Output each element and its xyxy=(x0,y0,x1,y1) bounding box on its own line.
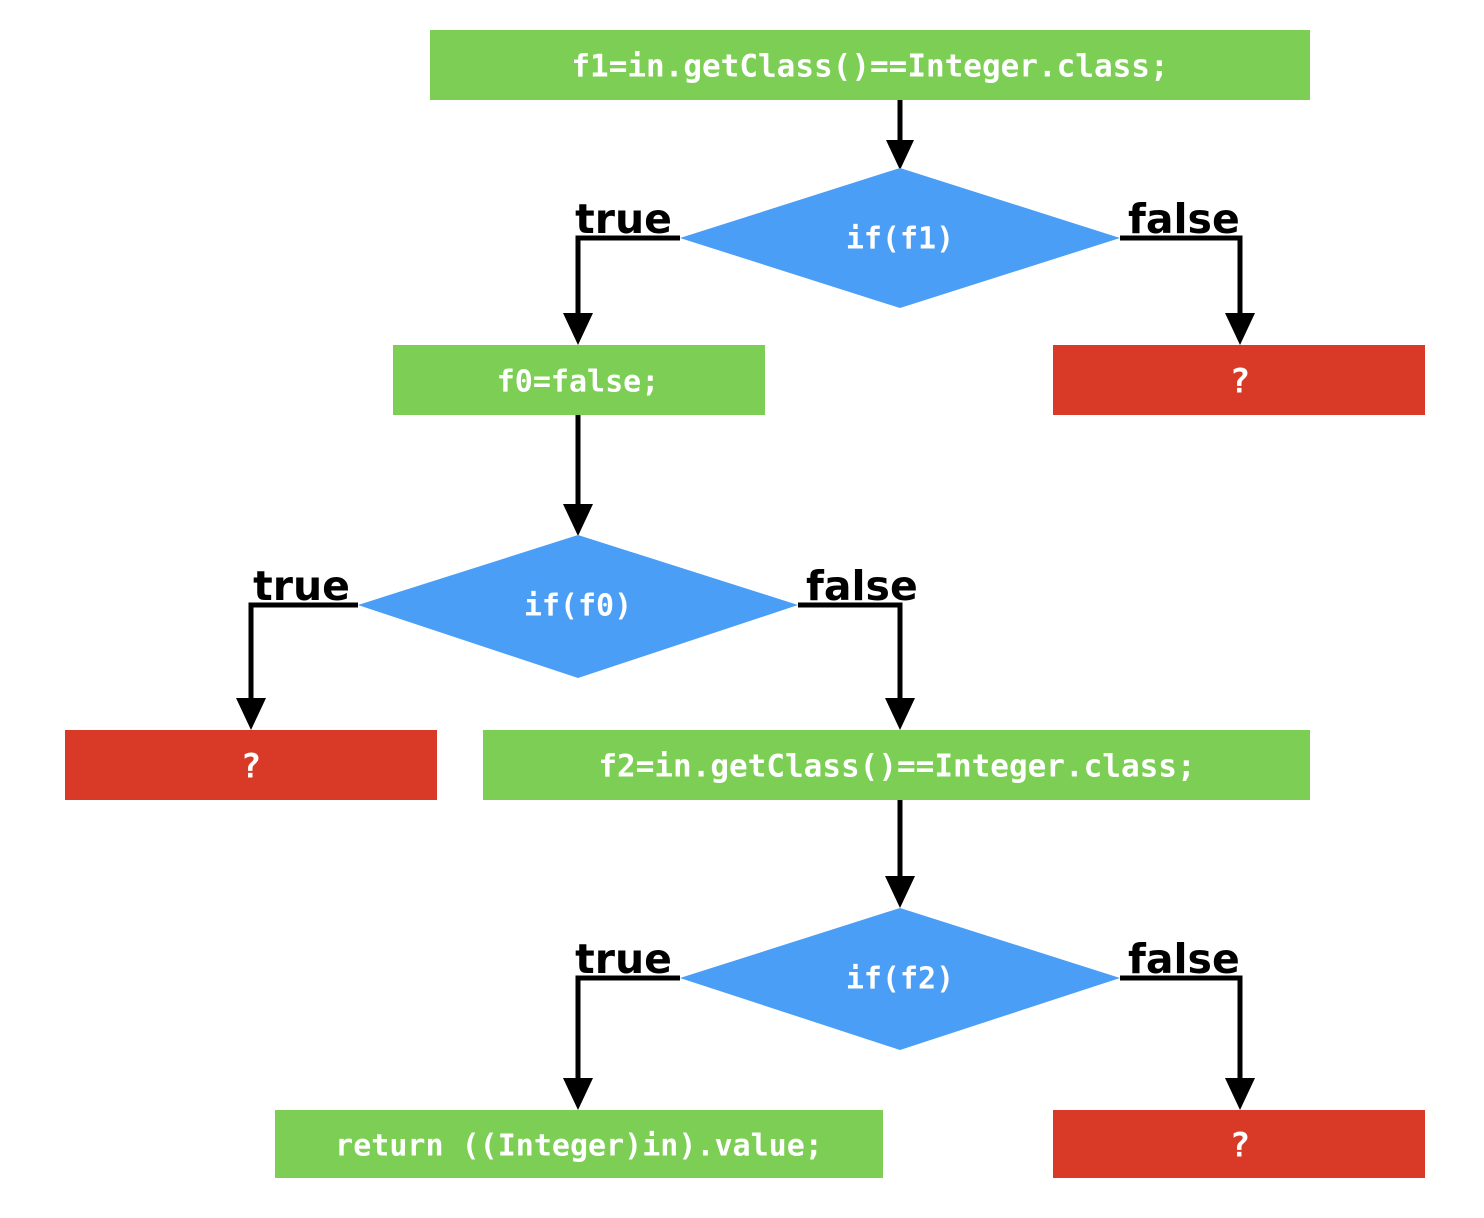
assign-f1-label: f1=in.getClass()==Integer.class; xyxy=(571,49,1168,85)
arrowhead-icon xyxy=(563,1078,593,1110)
unknown-2-label: ? xyxy=(241,747,261,787)
arrowhead-icon xyxy=(885,876,915,908)
edge-label-true-2: true xyxy=(253,562,350,610)
if-f2-diamond xyxy=(680,908,1120,1050)
unknown-1-label: ? xyxy=(1230,362,1250,402)
edge-assign-f2-to-if-f2 xyxy=(885,800,915,908)
edge-if-f0-false: false xyxy=(798,562,918,730)
if-f2-label: if(f2) xyxy=(846,962,954,997)
return-value-box xyxy=(275,1110,883,1178)
unknown-2-box xyxy=(65,730,437,800)
node-assign-f0[interactable]: f0=false; xyxy=(393,345,765,415)
edge-label-true-1: true xyxy=(575,195,672,243)
return-value-label: return ((Integer)in).value; xyxy=(335,1129,823,1164)
node-unknown-2[interactable]: ? xyxy=(65,730,437,800)
assign-f2-box xyxy=(483,730,1310,800)
assign-f0-label: f0=false; xyxy=(497,365,660,400)
edge-assign-f1-to-if-f1 xyxy=(886,100,914,170)
node-return-value[interactable]: return ((Integer)in).value; xyxy=(275,1110,883,1178)
if-f1-label: if(f1) xyxy=(846,222,954,257)
edge-if-f1-false: false xyxy=(1120,195,1255,345)
node-unknown-3[interactable]: ? xyxy=(1053,1110,1425,1178)
edge-if-f2-false: false xyxy=(1120,935,1255,1110)
if-f1-diamond xyxy=(680,168,1120,308)
edge-if-f2-true: true xyxy=(563,935,680,1110)
node-if-f0[interactable]: if(f0) xyxy=(358,535,798,678)
if-f0-diamond xyxy=(358,535,798,678)
edge-label-false-1: false xyxy=(1128,195,1240,243)
edge-assign-f0-to-if-f0 xyxy=(563,415,593,536)
if-f0-label: if(f0) xyxy=(524,589,632,624)
edge-if-f0-true: true xyxy=(236,562,358,730)
arrowhead-icon xyxy=(885,698,915,730)
node-unknown-1[interactable]: ? xyxy=(1053,345,1425,415)
unknown-3-box xyxy=(1053,1110,1425,1178)
edge-label-false-3: false xyxy=(1128,935,1240,983)
edge-label-false-2: false xyxy=(806,562,918,610)
assign-f2-label: f2=in.getClass()==Integer.class; xyxy=(598,749,1195,785)
node-assign-f1[interactable]: f1=in.getClass()==Integer.class; xyxy=(430,30,1310,100)
node-if-f1[interactable]: if(f1) xyxy=(680,168,1120,308)
arrowhead-icon xyxy=(236,698,266,730)
arrowhead-icon xyxy=(563,313,593,345)
node-assign-f2[interactable]: f2=in.getClass()==Integer.class; xyxy=(483,730,1310,800)
assign-f1-box xyxy=(430,30,1310,100)
arrowhead-icon xyxy=(886,140,914,170)
node-if-f2[interactable]: if(f2) xyxy=(680,908,1120,1050)
arrowhead-icon xyxy=(1225,313,1255,345)
unknown-1-box xyxy=(1053,345,1425,415)
edge-label-true-3: true xyxy=(575,935,672,983)
arrowhead-icon xyxy=(563,504,593,536)
unknown-3-label: ? xyxy=(1230,1126,1250,1166)
assign-f0-box xyxy=(393,345,765,415)
edge-if-f1-true: true xyxy=(563,195,680,345)
arrowhead-icon xyxy=(1225,1078,1255,1110)
